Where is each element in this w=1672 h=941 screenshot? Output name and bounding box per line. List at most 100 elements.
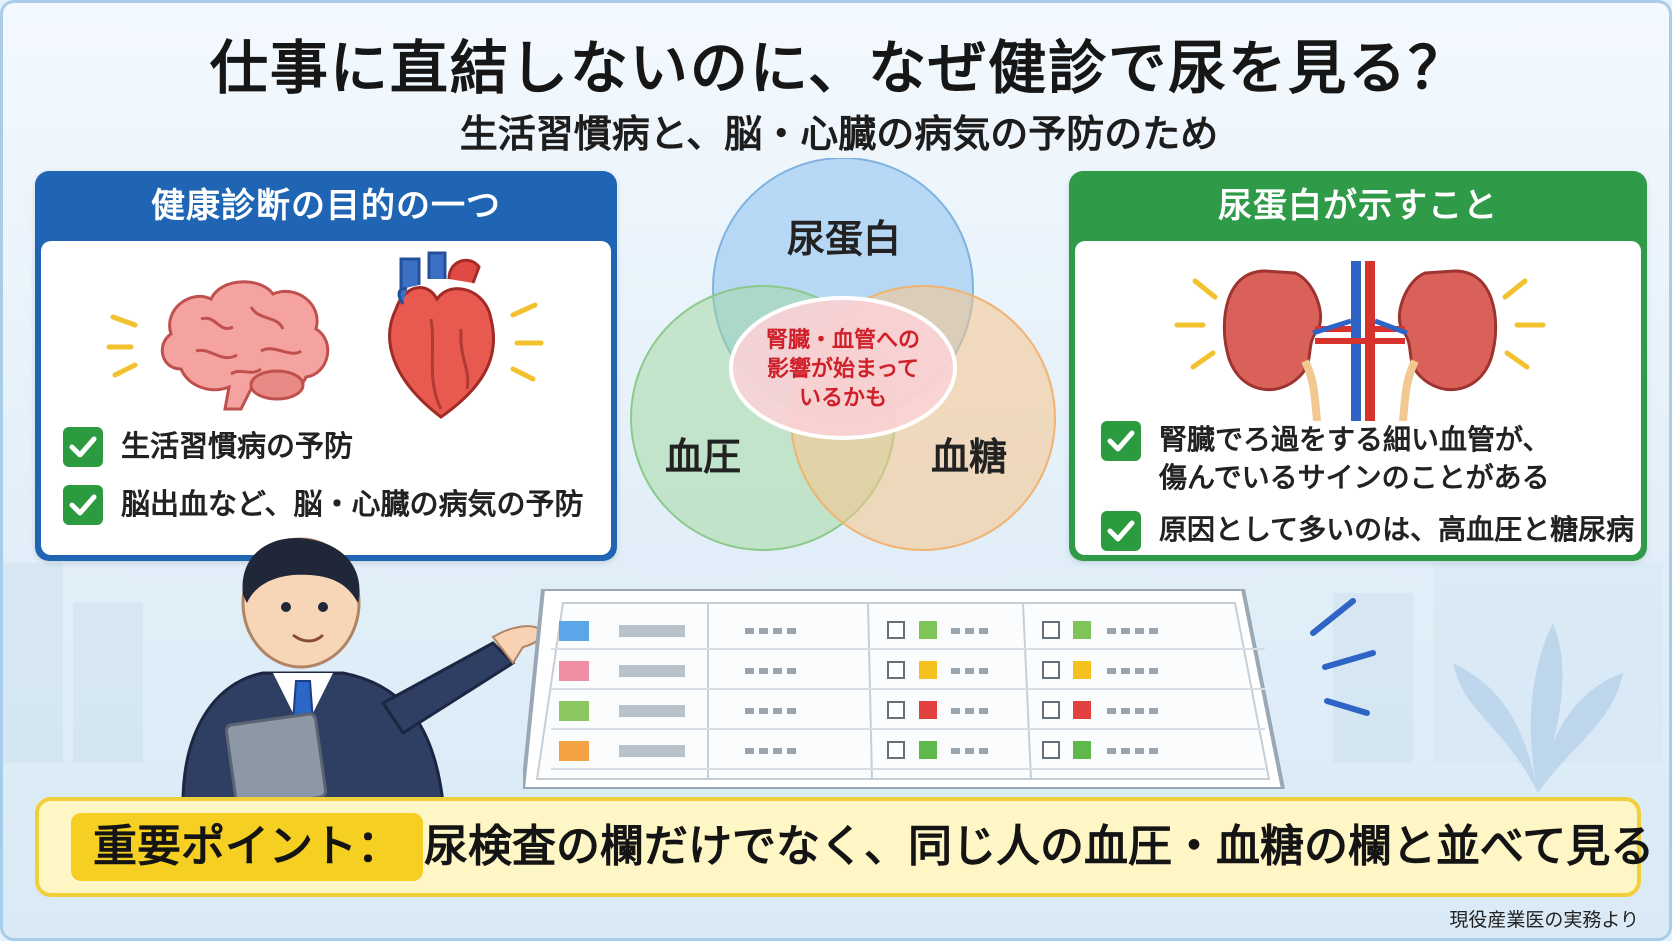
sheet-dash xyxy=(787,668,796,674)
venn-diagram: 尿蛋白 血圧 血糖 腎臓・血管への 影響が始まって いるかも xyxy=(623,158,1063,558)
sheet-checkbox xyxy=(1042,621,1060,639)
sheet-dash xyxy=(773,628,782,634)
sheet-row-name-placeholder xyxy=(619,745,685,757)
venn-center-line: 影響が始まって xyxy=(766,357,920,382)
sheet-row-name-placeholder xyxy=(619,625,685,637)
urine-protein-item: 原因として多いのは、高血圧と糖尿病 xyxy=(1101,511,1634,551)
page-title: 仕事に直結しないのに、なぜ健診で尿を見る？ xyxy=(209,34,1469,102)
emphasis-lines-icon xyxy=(1310,598,1376,716)
sheet-status-mark xyxy=(919,621,937,639)
sheet-dash xyxy=(1107,628,1116,634)
sheet-dash xyxy=(759,708,768,714)
doctor-illustration xyxy=(181,537,543,803)
urine-protein-item-line: 腎臓でろ過をする細い血管が、 xyxy=(1159,423,1551,456)
urine-protein-panel-body: 腎臓でろ過をする細い血管が、 傷んでいるサインのことがある 原因として多いのは、… xyxy=(1075,241,1641,555)
venn-label-right: 血糖 xyxy=(931,435,1008,479)
venn-label-left: 血圧 xyxy=(665,435,742,479)
sheet-dash xyxy=(965,708,974,714)
page-subtitle: 生活習慣病と、脳・心臓の病気の予防のため xyxy=(459,112,1219,156)
sheet-dash xyxy=(787,628,796,634)
sheet-dash xyxy=(1121,668,1130,674)
purpose-panel-heading: 健康診断の目的の一つ xyxy=(151,186,501,226)
sheet-dash xyxy=(1107,668,1116,674)
sheet-dash xyxy=(759,628,768,634)
sheet-dash xyxy=(979,628,988,634)
sheet-row-name-placeholder xyxy=(619,705,685,717)
sheet-dash xyxy=(965,668,974,674)
sheet-dash xyxy=(951,708,960,714)
purpose-item: 脳出血など、脳・心臓の病気の予防 xyxy=(63,485,584,525)
sheet-status-mark xyxy=(1073,621,1091,639)
sheet-checkbox xyxy=(887,661,905,679)
key-point-tag: 重要ポイント： xyxy=(71,813,423,881)
bg-building xyxy=(73,603,143,763)
results-sheet xyxy=(520,587,1303,791)
venn-label-top: 尿蛋白 xyxy=(787,217,902,261)
sheet-dash xyxy=(745,708,754,714)
sheet-row-color-tag xyxy=(559,741,589,761)
urine-protein-item: 腎臓でろ過をする細い血管が、 傷んでいるサインのことがある xyxy=(1101,421,1550,497)
sheet-dash xyxy=(759,748,768,754)
sheet-row-name-placeholder xyxy=(619,665,685,677)
sheet-checkbox xyxy=(887,741,905,759)
sheet-dash xyxy=(773,668,782,674)
sheet-row-color-tag xyxy=(559,661,589,681)
sheet-checkbox xyxy=(1042,741,1060,759)
sheet-dash xyxy=(1121,628,1130,634)
sheet-status-mark xyxy=(919,741,937,759)
sheet-checkbox xyxy=(1042,701,1060,719)
sheet-dash xyxy=(1135,668,1144,674)
sheet-dash xyxy=(787,748,796,754)
check-icon xyxy=(1101,511,1141,551)
sheet-dash xyxy=(773,708,782,714)
sheet-dash xyxy=(1149,708,1158,714)
purpose-item-text: 脳出血など、脳・心臓の病気の予防 xyxy=(121,487,584,521)
purpose-item-text: 生活習慣病の予防 xyxy=(121,429,354,463)
urine-protein-item-text: 原因として多いのは、高血圧と糖尿病 xyxy=(1159,513,1635,546)
key-point-banner: 重要ポイント： 尿検査の欄だけでなく、同じ人の血圧・血糖の欄と並べて見る xyxy=(35,797,1654,897)
bg-building xyxy=(3,563,63,763)
sheet-status-mark xyxy=(1073,661,1091,679)
venn-circles xyxy=(630,158,1056,551)
sheet-dash xyxy=(1135,628,1144,634)
bg-building xyxy=(1333,593,1413,763)
purpose-item: 生活習慣病の予防 xyxy=(63,427,353,467)
venn-center-text: 腎臓・血管への 影響が始まって いるかも xyxy=(745,326,941,413)
venn-center-line: いるかも xyxy=(798,386,887,411)
sheet-dash xyxy=(745,668,754,674)
sheet-dash xyxy=(979,708,988,714)
sheet-dash xyxy=(1121,748,1130,754)
sheet-dash xyxy=(951,748,960,754)
sheet-dash xyxy=(759,668,768,674)
sheet-dash xyxy=(1107,748,1116,754)
sheet-dash xyxy=(951,668,960,674)
sheet-status-mark xyxy=(919,661,937,679)
sheet-dash xyxy=(1121,708,1130,714)
sheet-status-mark xyxy=(1073,741,1091,759)
sheet-dash xyxy=(745,748,754,754)
sheet-dash xyxy=(1135,748,1144,754)
source-note: 現役産業医の実務より xyxy=(1449,909,1639,931)
sheet-checkbox xyxy=(887,701,905,719)
sheet-dash xyxy=(1149,668,1158,674)
sheet-dash xyxy=(1149,748,1158,754)
sheet-row-color-tag xyxy=(559,701,589,721)
sheet-status-mark xyxy=(1073,701,1091,719)
heart-icon xyxy=(388,251,544,419)
key-point-text: 尿検査の欄だけでなく、同じ人の血圧・血糖の欄と並べて見る xyxy=(424,821,1655,872)
sheet-dash xyxy=(773,748,782,754)
sheet-checkbox xyxy=(887,621,905,639)
sheet-checkbox xyxy=(1042,661,1060,679)
sheet-dash xyxy=(1135,708,1144,714)
sheet-dash xyxy=(1107,708,1116,714)
urine-protein-panel-heading: 尿蛋白が示すこと xyxy=(1218,186,1498,226)
sheet-column-divider xyxy=(1022,602,1032,780)
purpose-panel-body: 生活習慣病の予防 脳出血など、脳・心臓の病気の予防 xyxy=(41,241,611,555)
sheet-row-color-tag xyxy=(559,621,589,641)
results-sheet-graphic xyxy=(520,587,1286,791)
plant-icon xyxy=(1453,623,1623,793)
sheet-dash xyxy=(745,628,754,634)
kidney-icon xyxy=(1174,261,1546,421)
sheet-dash xyxy=(965,628,974,634)
